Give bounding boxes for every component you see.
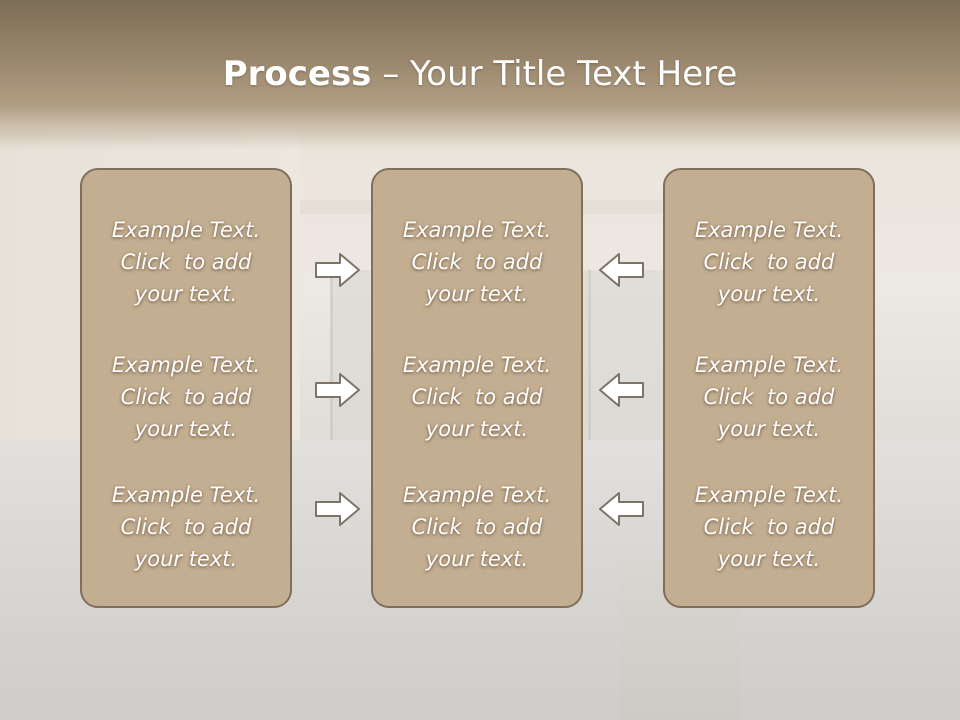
text-line: your text. <box>717 282 821 306</box>
text-placeholder[interactable]: Example Text. Click to add your text. <box>82 349 290 445</box>
slide-title[interactable]: Process – Your Title Text Here <box>0 52 960 96</box>
text-line: your text. <box>717 547 821 571</box>
text-line: Click to add <box>120 515 252 539</box>
right-arrow-icon[interactable] <box>314 251 362 289</box>
text-placeholder[interactable]: Example Text. Click to add your text. <box>665 214 873 310</box>
text-line: Click to add <box>411 515 543 539</box>
left-arrow-icon[interactable] <box>597 251 645 289</box>
process-box-center[interactable]: Example Text. Click to add your text. Ex… <box>371 168 583 608</box>
text-line: Click to add <box>703 250 835 274</box>
text-line: your text. <box>134 547 238 571</box>
text-line: Example Text. <box>111 218 261 242</box>
text-line: Example Text. <box>694 218 844 242</box>
text-line: Click to add <box>120 250 252 274</box>
text-line: your text. <box>134 282 238 306</box>
text-line: your text. <box>425 417 529 441</box>
title-bold-part: Process <box>222 54 372 94</box>
header-band <box>0 0 960 150</box>
text-line: Example Text. <box>694 483 844 507</box>
text-line: Click to add <box>703 385 835 409</box>
text-placeholder[interactable]: Example Text. Click to add your text. <box>665 349 873 445</box>
process-box-right[interactable]: Example Text. Click to add your text. Ex… <box>663 168 875 608</box>
left-arrow-icon[interactable] <box>597 371 645 409</box>
right-arrow-icon[interactable] <box>314 490 362 528</box>
text-placeholder[interactable]: Example Text. Click to add your text. <box>373 349 581 445</box>
text-line: Example Text. <box>111 353 261 377</box>
text-line: your text. <box>134 417 238 441</box>
text-placeholder[interactable]: Example Text. Click to add your text. <box>82 214 290 310</box>
text-line: Example Text. <box>402 483 552 507</box>
process-box-left[interactable]: Example Text. Click to add your text. Ex… <box>80 168 292 608</box>
left-arrow-icon[interactable] <box>597 490 645 528</box>
title-rest-part: – Your Title Text Here <box>371 54 738 94</box>
text-line: Example Text. <box>402 353 552 377</box>
text-line: Click to add <box>120 385 252 409</box>
text-line: your text. <box>425 282 529 306</box>
text-line: Example Text. <box>402 218 552 242</box>
text-line: Example Text. <box>694 353 844 377</box>
text-line: Click to add <box>703 515 835 539</box>
text-line: your text. <box>425 547 529 571</box>
text-placeholder[interactable]: Example Text. Click to add your text. <box>373 214 581 310</box>
text-line: your text. <box>717 417 821 441</box>
text-placeholder[interactable]: Example Text. Click to add your text. <box>82 479 290 575</box>
right-arrow-icon[interactable] <box>314 371 362 409</box>
text-placeholder[interactable]: Example Text. Click to add your text. <box>373 479 581 575</box>
text-line: Click to add <box>411 250 543 274</box>
text-placeholder[interactable]: Example Text. Click to add your text. <box>665 479 873 575</box>
text-line: Click to add <box>411 385 543 409</box>
text-line: Example Text. <box>111 483 261 507</box>
